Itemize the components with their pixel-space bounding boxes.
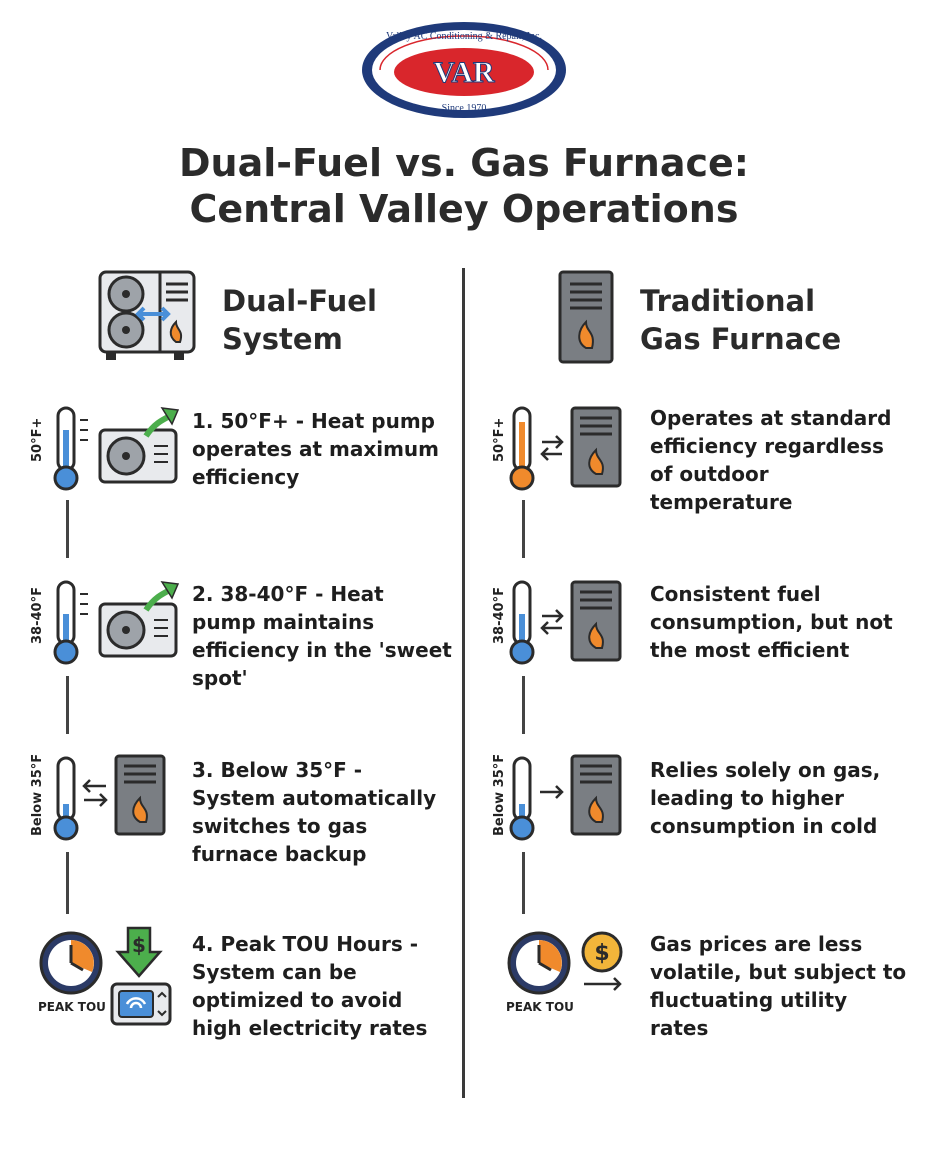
clock-icon — [38, 930, 104, 1000]
temp-label: Below 35°F — [30, 753, 45, 836]
gas-furnace-row-3-text: Relies solely on gas, leading to higher … — [650, 758, 881, 838]
page-title: Dual-Fuel vs. Gas Furnace: Central Valle… — [0, 140, 928, 232]
gas-furnace-heading: Traditional Gas Furnace — [640, 284, 842, 356]
gas-furnace-icon — [114, 754, 166, 842]
swap-arrows-icon — [538, 608, 566, 640]
swap-arrows-icon — [80, 778, 110, 812]
dual-fuel-row-2-text: 2. 38-40°F - Heat pump maintains efficie… — [192, 582, 452, 690]
dual-fuel-row-4-text: 4. Peak TOU Hours - System can be optimi… — [192, 932, 428, 1040]
timeline-connector — [522, 852, 525, 914]
thermometer-icon — [52, 406, 92, 496]
timeline-connector — [66, 852, 69, 914]
dual-fuel-unit-icon — [98, 270, 198, 366]
timeline-connector — [522, 500, 525, 558]
temp-label: 50°F+ — [30, 417, 45, 462]
thermometer-icon — [508, 580, 538, 670]
temp-label: Below 35°F — [492, 753, 507, 836]
timeline-connector — [522, 676, 525, 734]
gas-furnace-icon — [570, 580, 622, 668]
temp-label: 50°F+ — [492, 417, 507, 462]
clock-icon — [506, 930, 572, 1000]
peak-tou-label: PEAK TOU — [506, 1000, 574, 1014]
arrow-right-icon — [582, 976, 624, 996]
gas-furnace-row-4-text: Gas prices are less volatile, but subjec… — [650, 932, 907, 1040]
smart-thermostat-icon — [110, 982, 172, 1030]
temp-label: 38-40°F — [30, 587, 45, 644]
gas-furnace-row-2-text: Consistent fuel consumption, but not the… — [650, 582, 893, 662]
gas-furnace-row-1-text: Operates at standard efficiency regardle… — [650, 406, 892, 514]
logo-arc-text: Valley AC Conditioning & Repair, Inc. — [386, 31, 542, 42]
thermometer-icon — [508, 406, 538, 496]
temp-label: 38-40°F — [492, 587, 507, 644]
thermometer-icon — [52, 756, 92, 846]
svg-text:$: $ — [594, 941, 609, 966]
dual-fuel-row-1-text: 1. 50°F+ - Heat pump operates at maximum… — [192, 409, 440, 489]
page-title-line-2: Central Valley Operations — [189, 187, 739, 231]
gas-furnace-icon — [558, 270, 614, 370]
swap-arrows-icon — [538, 434, 566, 466]
svg-text:$: $ — [132, 933, 146, 957]
timeline-connector — [66, 676, 69, 734]
gas-furnace-icon — [570, 754, 622, 842]
dollar-down-icon: $ — [115, 926, 163, 984]
company-logo: Valley AC Conditioning & Repair, Inc. VA… — [360, 20, 568, 120]
dual-fuel-row-3-text: 3. Below 35°F - System automatically swi… — [192, 758, 437, 866]
dollar-coin-icon: $ — [580, 930, 624, 978]
logo-since: Since 1970 — [442, 103, 487, 114]
thermometer-icon — [52, 580, 92, 670]
page-title-line-1: Dual-Fuel vs. Gas Furnace: — [179, 141, 749, 185]
timeline-connector — [66, 500, 69, 558]
gas-furnace-icon — [570, 406, 622, 494]
dual-fuel-heading: Dual-Fuel System — [222, 284, 377, 356]
peak-tou-label: PEAK TOU — [38, 1000, 106, 1014]
column-divider — [462, 268, 465, 1098]
arrow-right-icon — [538, 782, 566, 806]
thermometer-icon — [508, 756, 538, 846]
logo-mark: VAR — [433, 56, 494, 89]
heat-pump-icon — [98, 580, 184, 664]
heat-pump-icon — [98, 406, 184, 490]
